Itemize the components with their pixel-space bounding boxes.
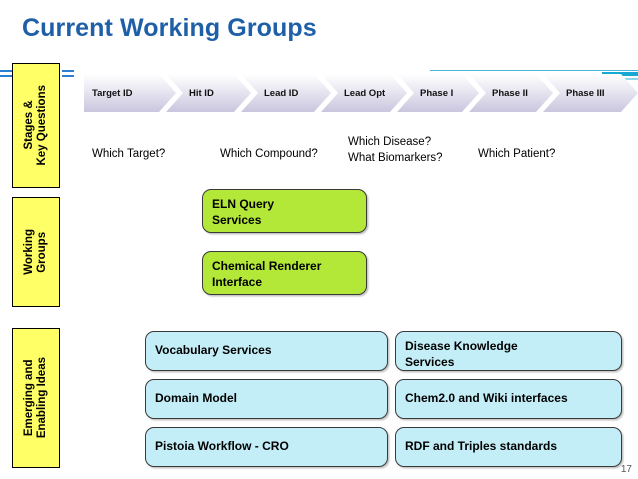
stage-question-which-compound: Which Compound? xyxy=(220,148,318,160)
row-label-emerging-enabling-ideas: Emerging and Enabling Ideas xyxy=(12,328,60,468)
chevron-label: Phase I xyxy=(420,87,454,99)
chevron-label: Target ID xyxy=(92,87,133,99)
chevron-stage-phase-ii: Phase II xyxy=(469,74,553,112)
row-label-stages-key-questions: Stages & Key Questions xyxy=(12,63,60,188)
page-number: 17 xyxy=(620,464,632,475)
row-label-working-groups: Working Groups xyxy=(12,197,60,307)
row-label-ideas-text: Emerging and Enabling Ideas xyxy=(22,357,48,439)
decorative-cyan-hairline xyxy=(430,70,638,71)
chevron-stage-target-id: Target ID xyxy=(84,74,176,112)
decorative-rule-right-upper xyxy=(62,70,74,72)
page-title: Current Working Groups xyxy=(22,14,317,42)
chevron-label: Phase II xyxy=(492,87,528,99)
idea-chem20-wiki-interfaces[interactable]: Chem2.0 and Wiki interfaces xyxy=(395,379,622,419)
row-label-working-text: Working Groups xyxy=(22,229,48,275)
idea-rdf-triples-standards[interactable]: RDF and Triples standards xyxy=(395,427,622,467)
working-group-eln-query-services[interactable]: ELN Query Services xyxy=(202,189,367,233)
stage-question-which-disease: Which Disease? What Biomarkers? xyxy=(348,136,443,164)
chevron-stage-phase-iii: Phase III xyxy=(543,74,638,112)
process-chevron-band: Target ID Hit ID Lead ID Lead Opt Phase … xyxy=(84,74,638,112)
decorative-rule-right-lower xyxy=(62,75,74,77)
decorative-rule-left-lower xyxy=(0,75,22,77)
chevron-stage-lead-id: Lead ID xyxy=(241,74,331,112)
decorative-rule-left-upper xyxy=(0,70,22,72)
chevron-stage-hit-id: Hit ID xyxy=(166,74,251,112)
idea-domain-model[interactable]: Domain Model xyxy=(145,379,388,419)
row-label-stages-text: Stages & Key Questions xyxy=(22,85,48,166)
working-group-chemical-renderer-interface[interactable]: Chemical Renderer Interface xyxy=(202,251,367,295)
idea-pistoia-workflow-cro[interactable]: Pistoia Workflow - CRO xyxy=(145,427,388,467)
chevron-stage-lead-opt: Lead Opt xyxy=(321,74,407,112)
chevron-stage-phase-i: Phase I xyxy=(397,74,479,112)
stage-question-which-patient: Which Patient? xyxy=(478,148,556,160)
chevron-label: Hit ID xyxy=(189,87,214,99)
idea-disease-knowledge-services[interactable]: Disease Knowledge Services xyxy=(395,331,622,371)
chevron-label: Phase III xyxy=(566,87,605,99)
stage-question-which-target: Which Target? xyxy=(92,148,166,160)
chevron-label: Lead ID xyxy=(264,87,299,99)
idea-vocabulary-services[interactable]: Vocabulary Services xyxy=(145,331,388,371)
chevron-label: Lead Opt xyxy=(344,87,386,99)
